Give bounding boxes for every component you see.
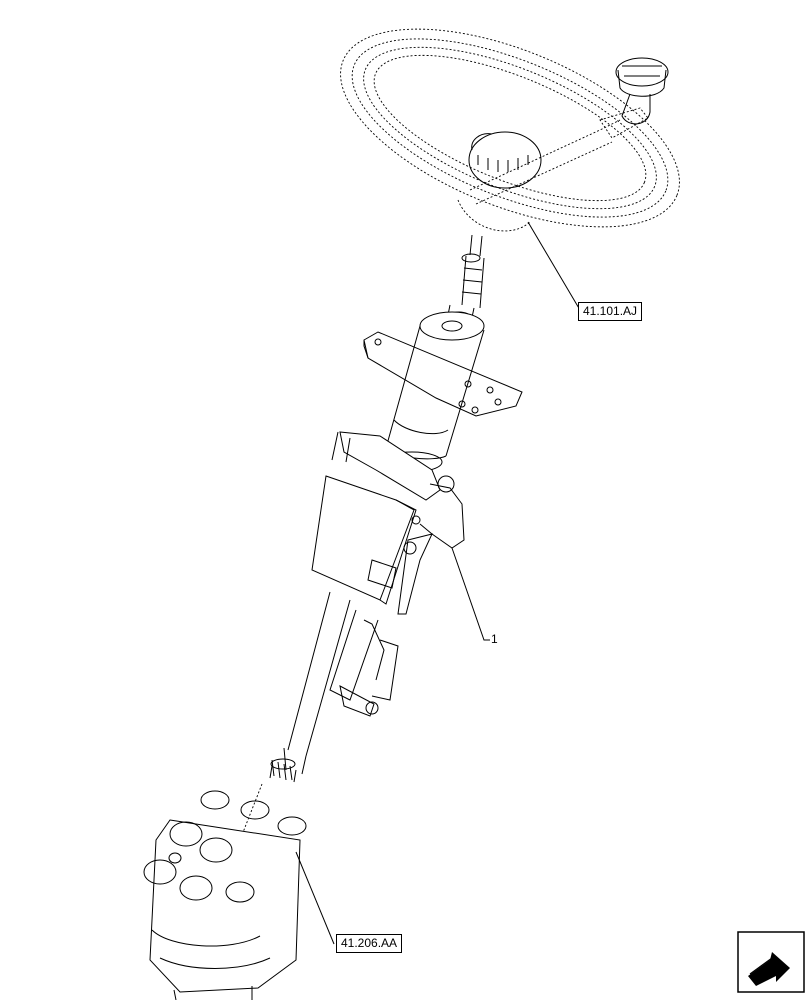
steering-unit	[143, 790, 307, 1000]
reference-label-wheel[interactable]: 41.101.AJ	[578, 302, 643, 321]
next-page-arrow-icon[interactable]	[737, 931, 805, 993]
tilt-housing	[311, 431, 465, 615]
reference-label-steering-unit[interactable]: 41.206.AA	[336, 934, 403, 953]
mounting-plate	[363, 331, 523, 417]
steering-wheel	[340, 28, 680, 232]
column-tube	[381, 311, 485, 473]
lower-column	[239, 591, 399, 841]
leader-lines	[295, 221, 581, 945]
steering-shaft-top	[446, 234, 485, 325]
callout-item-number: 1	[491, 632, 498, 646]
